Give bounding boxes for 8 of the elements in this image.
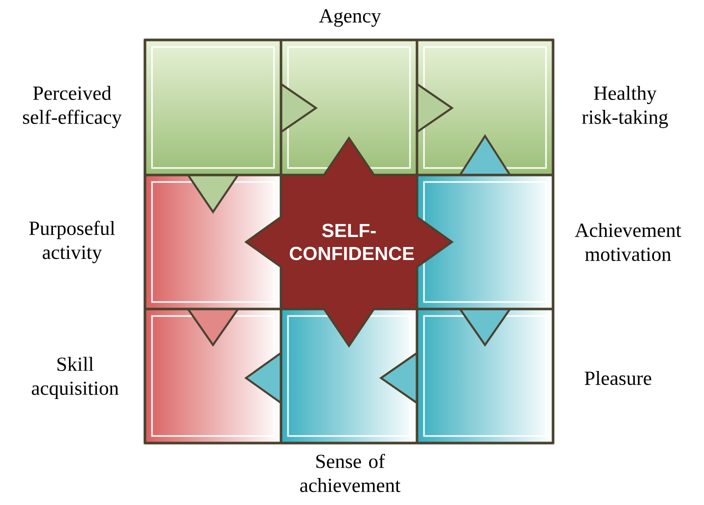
outer-label: Purposeful activity	[29, 220, 115, 264]
outer-label: Achievement motivation	[574, 222, 682, 262]
outer-label: Agency	[319, 9, 382, 27]
outer-label: Skill acquisition	[32, 356, 119, 400]
outer-label: Perceived self-efficacy	[23, 86, 122, 128]
outer-label: Pleasure	[584, 370, 652, 386]
outer-label: Sense of achievement	[300, 454, 400, 492]
outer-label: Healthy risk-taking	[582, 86, 668, 128]
